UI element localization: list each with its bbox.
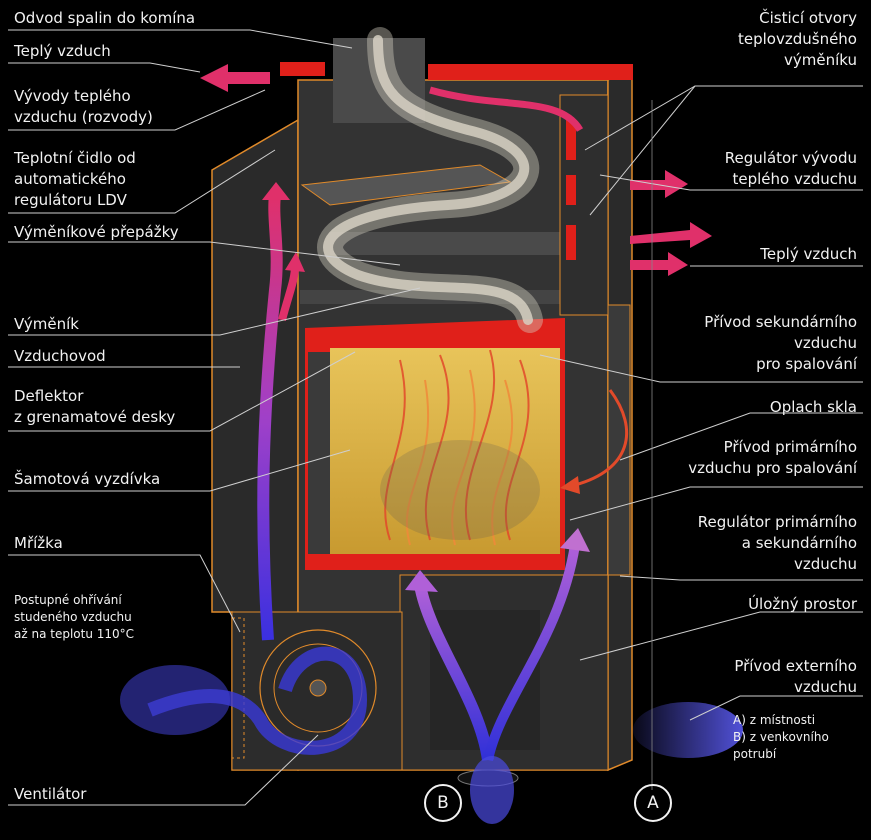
leader-lines: [8, 29, 863, 806]
label-gradual-heating: Postupné ohřívání studeného vzduchu až n…: [14, 593, 135, 641]
label-fireclay-lining: Šamotová vyzdívka: [14, 470, 161, 488]
label-temp-sensor: Teplotní čidlo od automatického reguláto…: [14, 149, 136, 209]
label-warm-air-left: Teplý vzduch: [14, 42, 111, 60]
cold-air-flows: [120, 528, 743, 824]
label-storage: Úložný prostor: [748, 595, 857, 613]
label-fan: Ventilátor: [14, 785, 87, 803]
warm-air-arrow-right-3: [630, 252, 688, 276]
label-warm-air-right: Teplý vzduch: [760, 245, 857, 263]
label-air-duct: Vzduchovod: [14, 347, 106, 365]
warm-air-arrow-right-1: [630, 170, 688, 198]
label-external-air-options: A) z místnosti B) z venkovního potrubí: [733, 713, 829, 761]
warm-air-flows: [200, 64, 712, 641]
warm-air-arrow-right-2: [630, 222, 712, 248]
flames: [380, 349, 540, 546]
marker-a: A: [634, 784, 672, 822]
warm-air-arrow-left: [200, 64, 270, 92]
label-exchanger-baffles: Výměníkové přepážky: [14, 223, 179, 241]
exchanger-baffle-upper: [300, 164, 512, 206]
label-warm-air-outlets: Vývody teplého vzduchu (rozvody): [14, 87, 153, 126]
flue-gas-flow: [317, 27, 543, 333]
grille: [231, 617, 245, 759]
label-air-regulator: Regulátor primárního a sekundárního vzdu…: [697, 513, 857, 573]
label-flue: Odvod spalin do komína: [14, 9, 196, 27]
label-external-air: Přívod externího vzduchu: [734, 657, 857, 696]
stove-body: [211, 38, 633, 787]
label-deflector: Deflektor z grenamatové desky: [14, 387, 176, 426]
marker-b: B: [424, 784, 462, 822]
label-grille: Mřížka: [14, 534, 63, 552]
label-primary-air: Přívod primárního vzduchu pro spalování: [688, 438, 857, 477]
label-exchanger: Výměník: [14, 315, 79, 333]
exchanger-baffle-lower: [330, 232, 565, 255]
label-secondary-air: Přívod sekundárního vzduchu pro spalován…: [704, 313, 857, 373]
label-glass-rinse: Oplach skla: [769, 398, 857, 416]
label-warm-air-regulator: Regulátor vývodu teplého vzduchu: [724, 149, 857, 188]
label-cleaning-openings: Čisticí otvory teplovzdušného výměníku: [738, 9, 857, 69]
